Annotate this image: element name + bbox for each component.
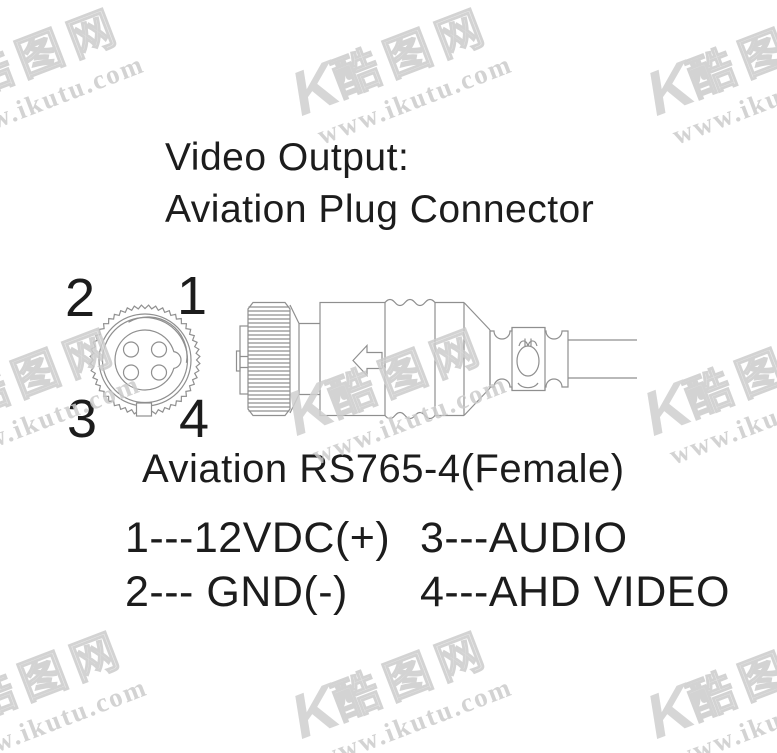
socket-face-outline — [114, 329, 182, 391]
page-title-line2: Aviation Plug Connector — [165, 188, 595, 231]
left-arrow-icon — [352, 343, 383, 378]
page-title-line1: Video Output: — [165, 136, 410, 179]
pinout-1-12vdc: 1---12VDC(+) — [125, 514, 391, 562]
watermark-url-text: www.ikutu.com — [313, 671, 517, 753]
ikutu-logo-mark: K — [641, 365, 695, 452]
ikutu-logo-mark: K — [289, 45, 343, 132]
connector-diagram — [89, 298, 637, 420]
connector-caption: Aviation RS765-4(Female) — [142, 447, 625, 491]
watermark-url-text: www.ikutu.com — [313, 48, 517, 151]
key-tab — [135, 402, 153, 417]
knurled-ring-outline — [89, 304, 201, 416]
pin-label-3: 3 — [66, 389, 98, 449]
pinout-4-ahd-video: 4---AHD VIDEO — [420, 568, 730, 616]
ikutu-logo-mark: K — [644, 668, 698, 753]
pin-label-1: 1 — [176, 266, 208, 326]
pin-hole-4 — [150, 364, 168, 381]
pinout-3-audio: 3---AUDIO — [420, 514, 628, 562]
cable-lines — [568, 339, 637, 379]
pin-label-2: 2 — [64, 268, 96, 328]
watermark-url-text: www.ikutu.com — [0, 48, 149, 151]
ikutu-logo-mark: K — [289, 668, 343, 753]
gasket-arc — [128, 316, 188, 363]
ikutu-logo-mark: K — [644, 45, 698, 132]
connector-face-view — [89, 304, 201, 417]
watermark-brand-text: 酷图网 — [325, 0, 499, 107]
watermark-url-text: www.ikutu.com — [668, 671, 777, 753]
watermark-url-text: www.ikutu.com — [665, 368, 777, 471]
pinout-2-gnd: 2--- GND(-) — [125, 568, 348, 616]
connector-side-view — [235, 298, 637, 420]
pin-label-4: 4 — [178, 389, 210, 449]
watermark-url-text: www.ikutu.com — [668, 48, 777, 151]
watermark-brand-text: 酷图网 — [677, 318, 777, 427]
watermark-brand-text: 酷图网 — [680, 0, 777, 107]
pin-hole-3 — [122, 364, 140, 381]
watermark-brand-text: 酷图网 — [0, 621, 134, 730]
watermark-brand-text: 酷图网 — [325, 621, 499, 730]
pin-hole-2 — [122, 341, 140, 358]
watermark-brand-text: 酷图网 — [0, 0, 131, 107]
strain-relief-outline — [489, 326, 569, 392]
watermark-brand-text: 酷图网 — [680, 621, 777, 730]
pin-hole-1 — [150, 341, 168, 358]
knurl-ribs — [248, 306, 290, 412]
watermark-url-text: www.ikutu.com — [0, 671, 152, 753]
